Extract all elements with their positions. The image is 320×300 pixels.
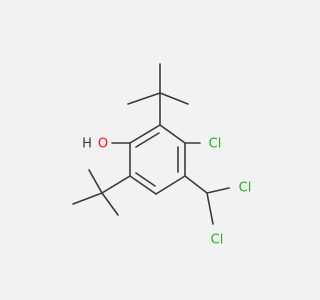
ring-bond-c4-c5	[155, 175, 186, 195]
ring-bond-c1-c2	[129, 124, 161, 144]
chcl2-cl-top-label: Cl	[239, 181, 252, 196]
tbu-bottom-methyl-left	[72, 192, 103, 205]
ring-inner-bond-1	[135, 132, 160, 148]
tbu-bottom-methyl-down	[101, 192, 119, 216]
chcl2-cl-bottom-label: Cl	[211, 233, 224, 248]
hydroxyl-h-label: H	[82, 137, 92, 152]
ring-bond-c5-c6	[129, 175, 157, 195]
tbu-bottom-bond	[101, 175, 131, 194]
ring-inner-bond-3	[135, 172, 156, 187]
hydroxyl-o-label: O	[98, 137, 108, 152]
molecule-canvas: H O Cl Cl Cl	[72, 63, 252, 248]
ring-cl-label: Cl	[209, 137, 222, 152]
tbu-top-methyl-right	[159, 92, 189, 105]
chcl2-bond	[184, 175, 208, 194]
ring-bond-c2-c3	[159, 124, 186, 144]
chcl2-cl-bottom-bond	[206, 192, 214, 225]
tbu-top-methyl-left	[127, 92, 161, 105]
molecule-diagram: H O Cl Cl Cl	[72, 63, 252, 248]
chcl2-cl-top-bond	[206, 187, 230, 194]
tbu-bottom-methyl-up	[88, 169, 103, 194]
